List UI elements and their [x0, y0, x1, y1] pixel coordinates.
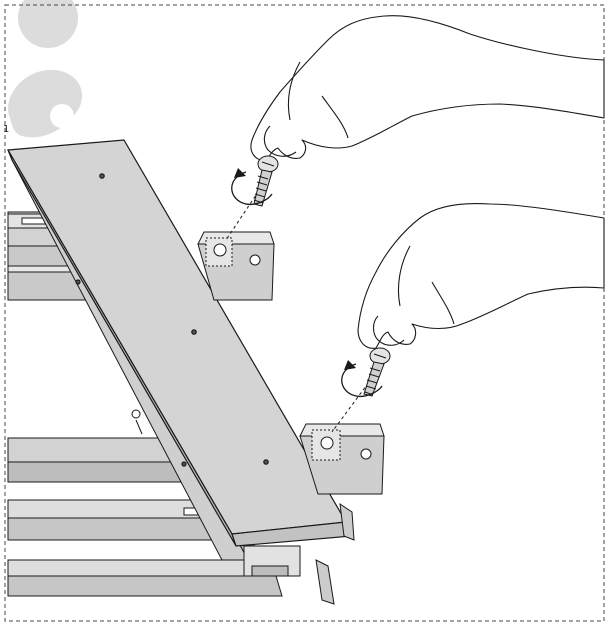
latch-assembly	[243, 502, 355, 605]
hand-upper-palm	[250, 15, 605, 161]
screw-lower-slot	[373, 353, 387, 359]
rotation-arrow-icon-lower	[341, 363, 383, 398]
panel-end-tab	[339, 502, 355, 541]
hand-upper-thumb	[263, 125, 297, 157]
latch-lever	[315, 559, 335, 605]
hand-lower-palm	[357, 203, 605, 349]
hand-lower-finger	[397, 245, 411, 307]
screw-lower	[363, 347, 391, 397]
bracket-upper-hole	[249, 254, 261, 266]
watermark-shapes	[8, 0, 83, 138]
hand-upper-finger	[287, 61, 301, 121]
alignment-line-upper	[225, 185, 263, 241]
alignment-line-lower	[331, 377, 373, 433]
watermark-blob-1	[18, 0, 78, 48]
watermark-hole	[50, 104, 74, 128]
bracket-upper	[197, 231, 275, 301]
rotation-arrow-head-upper	[234, 168, 246, 178]
dashed-frame	[4, 4, 605, 622]
rotation-arrow-head-lower	[344, 360, 356, 370]
rail-base	[7, 559, 277, 577]
hand-lower-crease	[431, 281, 455, 325]
hand-lower	[357, 203, 605, 349]
slide-hole	[131, 409, 141, 419]
bracket-lower	[299, 423, 385, 495]
hand-upper	[250, 15, 605, 161]
hand-upper-crease	[321, 95, 349, 139]
step-number: 1	[3, 124, 10, 135]
hand-lower-thumb	[372, 315, 405, 346]
screw-upper	[253, 155, 279, 207]
panel-hole-3	[263, 459, 269, 465]
latch-slot	[251, 565, 289, 577]
bracket-lower-nut	[320, 436, 334, 450]
panel-hole-4	[75, 279, 81, 285]
screw-lower-thread	[364, 367, 381, 396]
panel-hole-5	[181, 461, 187, 467]
panel-hole-1	[99, 173, 105, 179]
bracket-lower-hole	[360, 448, 372, 460]
rail-base-shade	[7, 575, 283, 597]
main-panel	[7, 139, 353, 547]
rotation-arrow-icon	[231, 171, 273, 206]
screw-upper-slot	[261, 161, 275, 167]
screw-lower-shaft	[363, 361, 385, 397]
bracket-upper-nut	[213, 243, 227, 257]
panel-hole-2	[191, 329, 197, 335]
watermark-blob-2	[8, 69, 83, 138]
screw-upper-thread	[253, 175, 269, 204]
slide-arrow	[135, 419, 143, 435]
